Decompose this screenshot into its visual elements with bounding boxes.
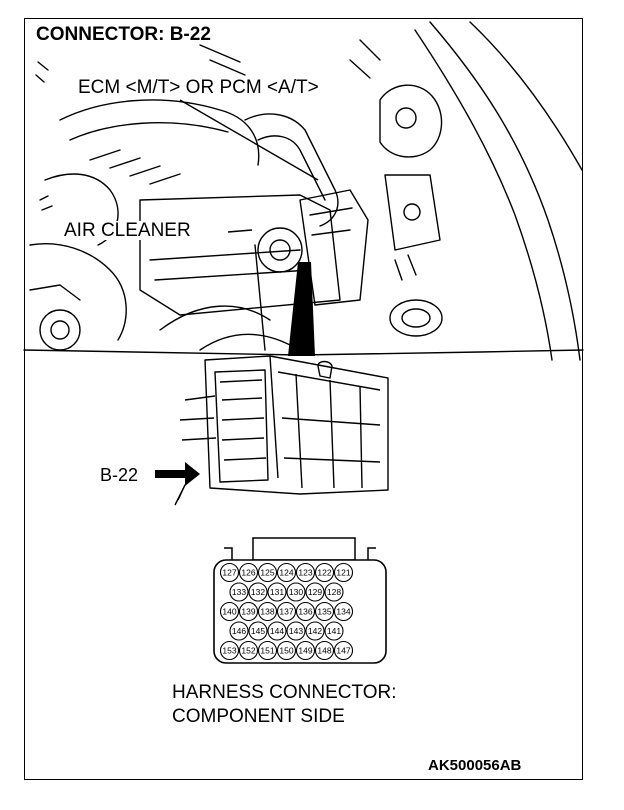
connector-pin	[248, 582, 268, 602]
connector-pointer-label: B-22	[100, 465, 139, 485]
connector-pin	[229, 621, 249, 641]
pin-number: 151	[260, 646, 274, 656]
connector-pin	[276, 562, 297, 583]
connector-pin	[324, 621, 344, 641]
connector-pin	[305, 621, 325, 641]
connector-pin	[219, 562, 240, 583]
connector-pin	[257, 640, 278, 661]
pin-number: 127	[222, 568, 236, 578]
connector-pin	[286, 621, 306, 641]
pointer-arrow	[288, 262, 315, 356]
caption-line-2: COMPONENT SIDE	[172, 706, 345, 727]
connector-pin	[314, 640, 335, 661]
pin-number: 149	[298, 646, 312, 656]
connector-pin	[219, 601, 240, 622]
pin-number: 140	[222, 607, 236, 617]
pin-number: 138	[260, 607, 274, 617]
harness-connector-face: 127 126 125 124 123 122 121 133 132 131 130 129 128 1…	[213, 537, 387, 664]
connector-pin	[333, 562, 354, 583]
pin-number: 130	[289, 587, 303, 597]
pin-number: 146	[232, 626, 246, 636]
connector-pin	[248, 621, 268, 641]
pin-number: 132	[251, 587, 265, 597]
pin-number: 136	[298, 607, 312, 617]
pin-number: 134	[336, 607, 350, 617]
connector-pin	[305, 582, 325, 602]
figure-code: AK500056AB	[428, 757, 522, 774]
connector-pin	[276, 601, 297, 622]
connector-pin	[229, 582, 249, 602]
pin-number: 141	[327, 626, 341, 636]
ecm-unit	[174, 355, 389, 506]
connector-pin	[295, 562, 316, 583]
connector-pin	[314, 601, 335, 622]
pin-number: 129	[308, 587, 322, 597]
pin-number: 150	[279, 646, 293, 656]
pin-number: 142	[308, 626, 322, 636]
pin-number: 148	[317, 646, 331, 656]
connector-pin	[257, 562, 278, 583]
ecm-pcm-label: ECM <M/T> OR PCM <A/T>	[76, 77, 321, 98]
pin-number: 135	[317, 607, 331, 617]
pin-number: 147	[336, 646, 350, 656]
pin-number: 139	[241, 607, 255, 617]
connector-pin	[333, 601, 354, 622]
pin-number: 125	[260, 568, 274, 578]
caption-line-1: HARNESS CONNECTOR:	[172, 682, 397, 703]
connector-pin	[276, 640, 297, 661]
connector-lock-tab	[252, 537, 356, 561]
connector-pin	[314, 562, 335, 583]
connector-pin	[257, 601, 278, 622]
pin-number: 133	[232, 587, 246, 597]
connector-pin	[267, 621, 287, 641]
pin-number: 126	[241, 568, 255, 578]
pin-number: 143	[289, 626, 303, 636]
air-cleaner-label: AIR CLEANER	[62, 220, 193, 241]
pin-number: 122	[317, 568, 331, 578]
pin-number: 152	[241, 646, 255, 656]
connector-pin	[238, 601, 259, 622]
pin-number: 144	[270, 626, 284, 636]
pin-number: 121	[336, 568, 350, 578]
connector-pin	[295, 640, 316, 661]
fender-line	[429, 21, 581, 361]
pin-number: 123	[298, 568, 312, 578]
connector-pin	[238, 562, 259, 583]
pin-number: 124	[279, 568, 293, 578]
pin-number: 128	[327, 587, 341, 597]
connector-title: CONNECTOR: B-22	[34, 24, 213, 45]
pin-number: 153	[222, 646, 236, 656]
pin-number: 137	[279, 607, 293, 617]
pin-number: 145	[251, 626, 265, 636]
connector-pin	[324, 582, 344, 602]
connector-pin	[238, 640, 259, 661]
connector-pin	[295, 601, 316, 622]
connector-pin	[286, 582, 306, 602]
b22-pointer-arrow	[155, 462, 200, 486]
pin-number: 131	[270, 587, 284, 597]
connector-pin	[267, 582, 287, 602]
connector-pin	[333, 640, 354, 661]
connector-pin	[219, 640, 240, 661]
